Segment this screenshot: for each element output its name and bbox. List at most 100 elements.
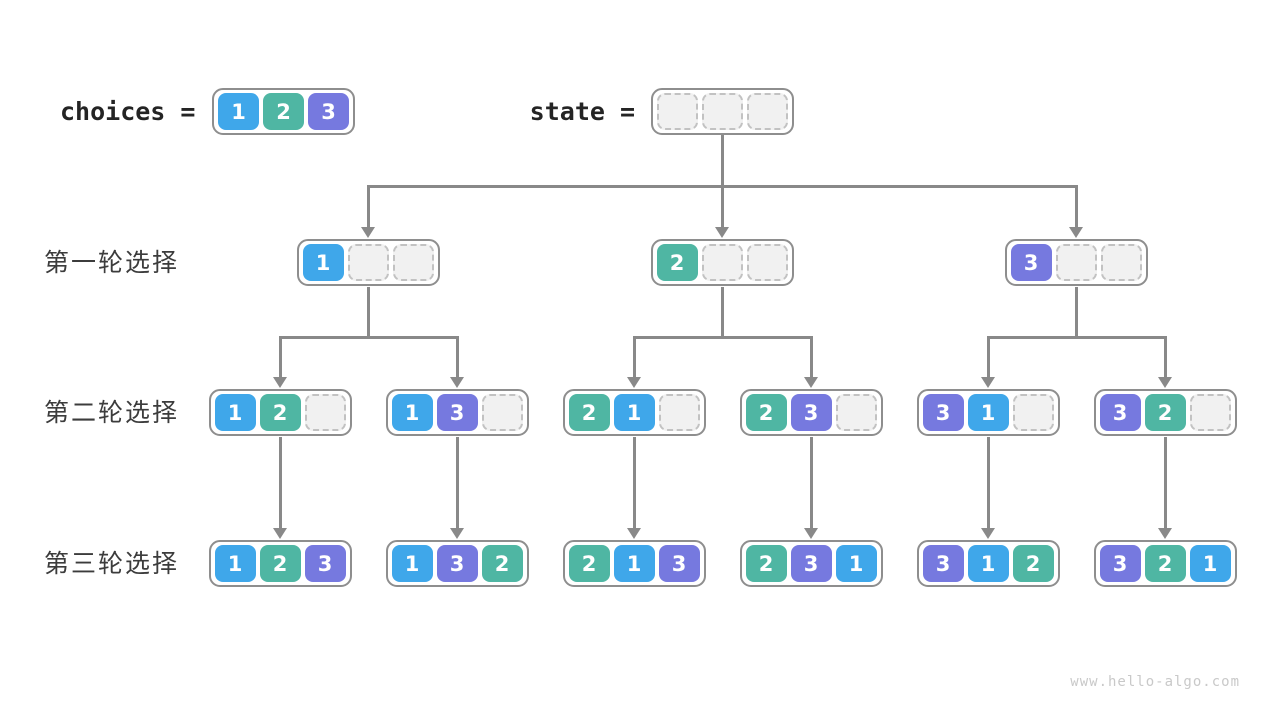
value-cell-2: 2 bbox=[259, 394, 301, 431]
value-cell-3: 3 bbox=[1099, 394, 1141, 431]
connector-line bbox=[632, 437, 636, 530]
empty-slot bbox=[1189, 394, 1231, 431]
connector-line bbox=[720, 287, 724, 339]
value-cell-1: 1 bbox=[1189, 545, 1231, 582]
value-cell-1: 1 bbox=[214, 545, 256, 582]
connector-line bbox=[720, 135, 724, 188]
arrow-head-icon bbox=[450, 528, 464, 539]
state-box bbox=[650, 88, 794, 135]
arrow-head-icon bbox=[715, 227, 729, 238]
state-node-3: 3 bbox=[1004, 239, 1148, 286]
connector-line bbox=[455, 437, 459, 530]
value-cell-3: 3 bbox=[436, 545, 478, 582]
value-cell-1: 1 bbox=[967, 394, 1009, 431]
connector-line bbox=[278, 337, 282, 380]
value-cell-1: 1 bbox=[613, 394, 655, 431]
connector-line bbox=[986, 337, 990, 380]
arrow-head-icon bbox=[627, 528, 641, 539]
value-cell-1: 1 bbox=[214, 394, 256, 431]
watermark: www.hello-algo.com bbox=[1070, 674, 1240, 690]
value-cell-1: 1 bbox=[218, 93, 259, 130]
value-cell-2: 2 bbox=[745, 545, 787, 582]
value-cell-3: 3 bbox=[658, 545, 700, 582]
value-cell-3: 3 bbox=[436, 394, 478, 431]
arrow-head-icon bbox=[1158, 528, 1172, 539]
connector-line bbox=[986, 335, 1167, 339]
value-cell-3: 3 bbox=[790, 545, 832, 582]
arrow-head-icon bbox=[981, 377, 995, 388]
connector-line bbox=[455, 337, 459, 380]
connector-line bbox=[366, 287, 370, 339]
choices-label-group: choices = bbox=[60, 88, 195, 135]
empty-slot bbox=[656, 93, 698, 130]
value-cell-3: 3 bbox=[1010, 244, 1052, 281]
connector-line bbox=[366, 186, 370, 230]
value-cell-3: 3 bbox=[922, 545, 964, 582]
value-cell-1: 1 bbox=[967, 545, 1009, 582]
state-label-group: state = bbox=[335, 88, 635, 135]
value-cell-1: 1 bbox=[391, 545, 433, 582]
arrow-head-icon bbox=[627, 377, 641, 388]
equals-sign: = bbox=[180, 97, 196, 126]
connector-line bbox=[278, 335, 459, 339]
empty-slot bbox=[481, 394, 523, 431]
value-cell-2: 2 bbox=[481, 545, 523, 582]
empty-slot bbox=[304, 394, 346, 431]
connector-line bbox=[1074, 287, 1078, 339]
value-cell-1: 1 bbox=[613, 545, 655, 582]
empty-slot bbox=[1012, 394, 1054, 431]
arrow-head-icon bbox=[804, 528, 818, 539]
empty-slot bbox=[658, 394, 700, 431]
empty-slot bbox=[701, 244, 743, 281]
arrow-head-icon bbox=[273, 528, 287, 539]
connector-line bbox=[809, 337, 813, 380]
empty-slot bbox=[701, 93, 743, 130]
arrow-head-icon bbox=[361, 227, 375, 238]
connector-line bbox=[632, 335, 813, 339]
value-cell-3: 3 bbox=[790, 394, 832, 431]
arrow-head-icon bbox=[1158, 377, 1172, 388]
empty-slot bbox=[347, 244, 389, 281]
choices-label: choices bbox=[60, 97, 166, 126]
value-cell-2: 2 bbox=[1144, 394, 1186, 431]
value-cell-2: 2 bbox=[1012, 545, 1054, 582]
connector-line bbox=[1074, 186, 1078, 230]
connector-line bbox=[720, 186, 724, 230]
value-cell-1: 1 bbox=[391, 394, 433, 431]
state-node-1: 1 bbox=[296, 239, 440, 286]
arrow-head-icon bbox=[804, 377, 818, 388]
value-cell-2: 2 bbox=[263, 93, 304, 130]
state-label: state bbox=[529, 97, 605, 126]
equals-sign: = bbox=[619, 97, 635, 126]
value-cell-3: 3 bbox=[308, 93, 349, 130]
empty-slot bbox=[746, 93, 788, 130]
row-label-round-3: 第三轮选择 bbox=[44, 550, 180, 578]
empty-slot bbox=[746, 244, 788, 281]
connector-line bbox=[1163, 337, 1167, 380]
value-cell-2: 2 bbox=[745, 394, 787, 431]
empty-slot bbox=[1055, 244, 1097, 281]
value-cell-2: 2 bbox=[656, 244, 698, 281]
value-cell-2: 2 bbox=[568, 545, 610, 582]
value-cell-3: 3 bbox=[1099, 545, 1141, 582]
empty-slot bbox=[392, 244, 434, 281]
connector-line bbox=[632, 337, 636, 380]
value-cell-2: 2 bbox=[1144, 545, 1186, 582]
arrow-head-icon bbox=[273, 377, 287, 388]
connector-line bbox=[1163, 437, 1167, 530]
state-node-2: 2 bbox=[650, 239, 794, 286]
empty-slot bbox=[1100, 244, 1142, 281]
value-cell-1: 1 bbox=[302, 244, 344, 281]
